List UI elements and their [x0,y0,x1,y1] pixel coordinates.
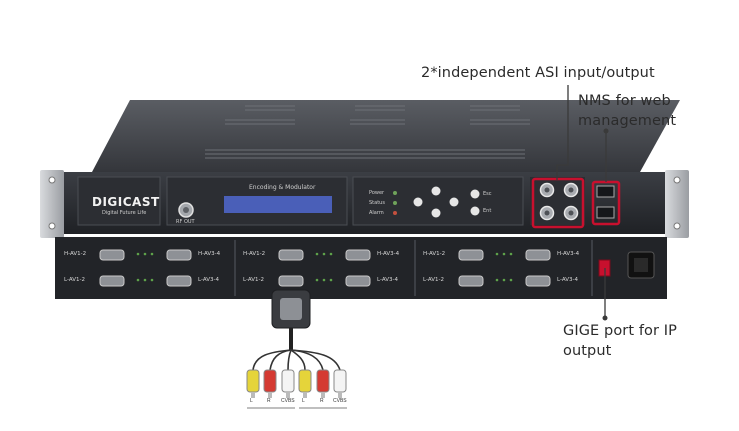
rack-ear-left [40,170,64,238]
rear-panel [55,237,667,299]
rack-ear-right [665,170,689,238]
plug-label-4: L [302,398,305,404]
gige-callout-line2: output [563,343,612,359]
gige-rj45-port-front [596,206,615,219]
callout-lines [556,85,607,318]
led-label-power: Power [369,190,385,196]
module-2-top-right: H-AV3-4 [377,251,400,257]
nms-callout-line2: management [578,113,677,129]
module-1-bottom-right: L-AV3-4 [198,277,219,283]
module-2-bottom-left: L-AV1-2 [243,277,264,283]
plug-label-5: R [320,398,324,404]
top-vents [205,105,530,159]
nms-rj45-port [596,185,615,198]
rf-out-label: RF OUT [176,219,195,225]
module-2-bottom-right: L-AV3-4 [377,277,398,283]
led-label-status: Status [369,200,385,206]
lcd-screen [224,196,332,213]
asi-callout: 2*independent ASI input/output [421,65,655,81]
esc-key-label: Esc [483,191,492,197]
plug-label-1: L [250,398,253,404]
asi-highlight-box [531,177,585,229]
rca-plugs [246,369,347,393]
nms-callout-line1: NMS for web [578,93,671,109]
led-label-alarm: Alarm [369,210,384,216]
module-1-bottom-left: L-AV1-2 [64,277,85,283]
brand-tagline: Digital Future Life [102,210,147,216]
module-1-top-left: H-AV1-2 [64,251,87,257]
module-2-top-left: H-AV1-2 [243,251,266,257]
module-3-top-left: H-AV1-2 [423,251,446,257]
module-3-bottom-right: L-AV3-4 [557,277,578,283]
plug-label-6: CVBS [333,398,347,404]
ent-key-label: Ent [483,208,492,214]
module-3-bottom-left: L-AV1-2 [423,277,444,283]
brand-logo: DIGICAST [92,195,160,209]
display-title: Encoding & Modulator [249,184,316,191]
gige-callout-line1: GIGE port for IP [563,323,678,339]
plug-label-3: CVBS [281,398,295,404]
cable-branches [252,349,341,371]
navigation-keys [413,186,480,218]
module-1-top-right: H-AV3-4 [198,251,221,257]
plug-label-2: R [267,398,271,404]
module-3-top-right: H-AV3-4 [557,251,580,257]
db-connectors [99,249,551,287]
